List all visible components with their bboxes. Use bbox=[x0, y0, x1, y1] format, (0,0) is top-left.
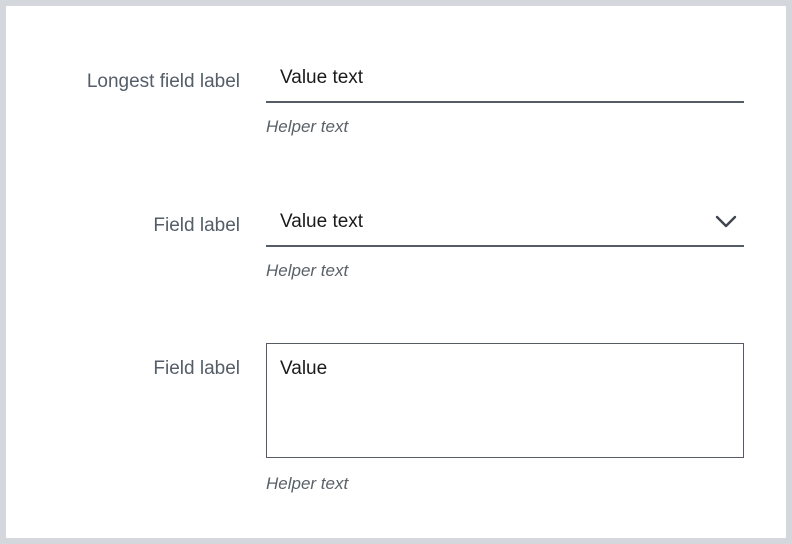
select-underline bbox=[266, 245, 744, 247]
textarea-value[interactable]: Value bbox=[280, 358, 328, 379]
field-label-longest: Longest field label bbox=[86, 71, 240, 92]
text-input-helper: Helper text bbox=[266, 117, 349, 136]
textarea-input[interactable]: Value bbox=[266, 343, 744, 458]
field-label-select: Field label bbox=[153, 215, 240, 236]
form-canvas: Longest field label Value text Helper te… bbox=[6, 6, 786, 538]
textarea-helper: Helper text bbox=[266, 474, 349, 493]
text-input-value[interactable]: Value text bbox=[280, 67, 364, 88]
select-value[interactable]: Value text bbox=[280, 211, 364, 232]
field-label-textarea: Field label bbox=[153, 358, 240, 379]
text-input-underline bbox=[266, 101, 744, 103]
chevron-down-icon[interactable] bbox=[714, 213, 738, 231]
select-helper: Helper text bbox=[266, 261, 349, 280]
textarea-control: Value Helper text bbox=[266, 343, 744, 493]
